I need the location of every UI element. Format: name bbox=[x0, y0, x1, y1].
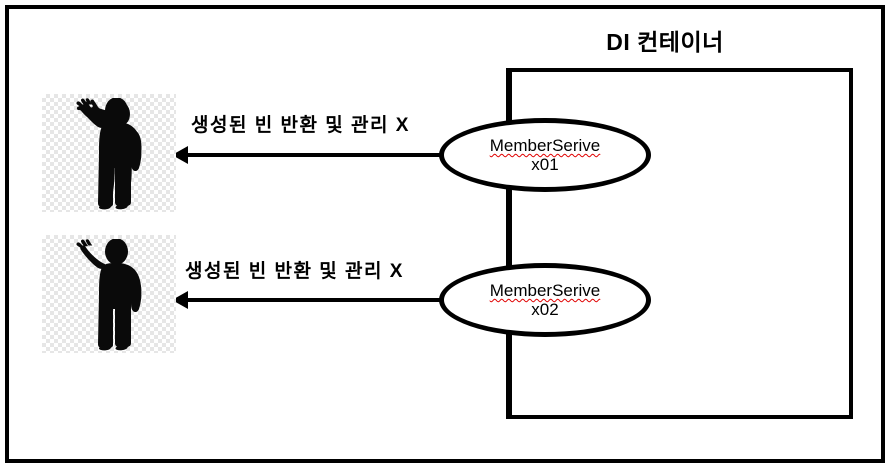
page-title: DI 컨테이너 bbox=[606, 29, 724, 55]
bean-index-label-2: x02 bbox=[531, 300, 559, 319]
arrow-line-1 bbox=[186, 153, 444, 157]
arrow-line-2 bbox=[186, 298, 444, 302]
client-image-1 bbox=[42, 94, 176, 212]
connector-line-bottom bbox=[506, 328, 510, 419]
client-image-2 bbox=[42, 235, 176, 353]
bean-node-1[interactable]: MemberSerive x01 bbox=[439, 118, 651, 192]
bean-name-label-2: MemberSerive bbox=[489, 280, 601, 300]
connector-line-middle bbox=[506, 182, 510, 274]
arrow-label-1: 생성된 빈 반환 및 관리 X bbox=[191, 115, 410, 136]
bean-node-2[interactable]: MemberSerive x02 bbox=[439, 263, 651, 337]
arrow-head-left-icon-1 bbox=[172, 146, 188, 164]
di-container-box bbox=[508, 68, 853, 419]
arrow-label-2: 생성된 빈 반환 및 관리 X bbox=[185, 261, 404, 282]
person-silhouette-icon-2 bbox=[76, 239, 142, 351]
outer-frame-border bbox=[5, 5, 885, 463]
person-silhouette-icon-1 bbox=[76, 98, 142, 210]
arrow-head-left-icon-2 bbox=[172, 291, 188, 309]
connector-line-top bbox=[506, 68, 510, 128]
bean-index-label-1: x01 bbox=[531, 155, 559, 174]
bean-name-label-1: MemberSerive bbox=[489, 135, 601, 155]
